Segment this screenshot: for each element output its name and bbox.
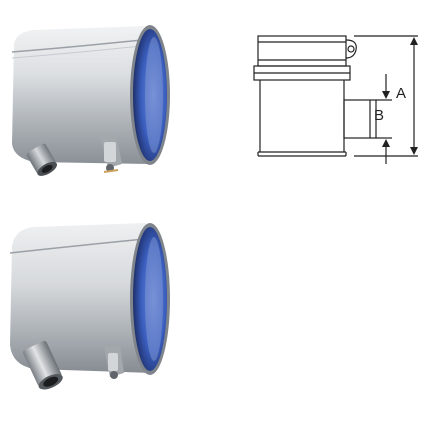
technical-drawing: [250, 28, 420, 168]
product-photo-top: [4, 18, 172, 178]
product-photo-bottom: [4, 215, 172, 405]
dimension-label-a: A: [396, 85, 407, 102]
dimension-label-b: B: [374, 107, 385, 124]
tee-coupler-long-outlet-icon: [9, 223, 170, 390]
tee-coupler-dimension-drawing: [253, 35, 418, 164]
tee-coupler-short-outlet-icon: [11, 25, 170, 176]
